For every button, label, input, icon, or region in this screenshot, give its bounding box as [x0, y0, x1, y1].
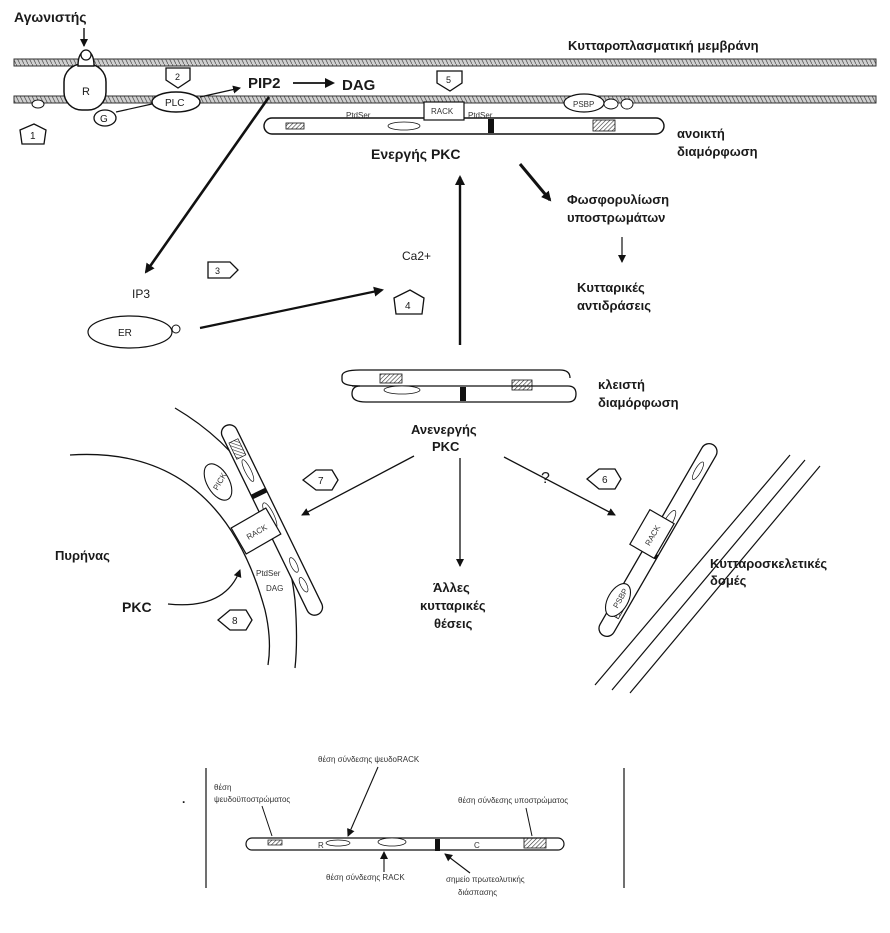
question-label: ?: [541, 470, 550, 487]
step-5-label: 5: [446, 75, 451, 85]
legend-dot: .: [182, 792, 185, 806]
legend-pseudosubstrate-site: [268, 840, 282, 845]
step-2-label: 2: [175, 72, 180, 82]
er-to-calcium-arrow: [200, 290, 382, 328]
plc: PLC: [152, 92, 200, 112]
endoplasmic-reticulum: ER: [88, 316, 180, 348]
responses-label: Κυτταρικές: [577, 280, 645, 295]
open-conformation-label: ανοικτή: [677, 126, 725, 141]
legend-pkc-rod: [246, 838, 564, 850]
nucleus-label: Πυρήνας: [55, 548, 110, 563]
g-protein-label: G: [100, 114, 108, 125]
legend-pseudorack-site: [326, 840, 350, 846]
pkc-to-nucleus-arrow: [168, 570, 240, 605]
step-6-marker: 6: [587, 469, 621, 489]
step-7-label: 7: [318, 476, 324, 487]
step-1-label: 1: [30, 131, 36, 142]
step-1-marker: 1: [20, 124, 46, 144]
plc-label: PLC: [165, 98, 184, 109]
legend-cleavage-site: [435, 839, 440, 851]
dag-nucleus-label: DAG: [266, 584, 283, 593]
legend-pseudosubstrate-label: θέση: [214, 783, 231, 792]
ptdser-nucleus-label: PtdSer: [256, 569, 281, 578]
step-4-marker: 4: [394, 290, 424, 314]
open-conformation-label-2: διαμόρφωση: [677, 144, 758, 159]
step-5-marker: 5: [437, 71, 462, 91]
membrane-label: Κυτταροπλασματική μεμβράνη: [568, 38, 759, 53]
cytoskeleton-label-2: δομές: [710, 573, 747, 588]
legend-pseudosubstrate-label-2: ψευδοϋποστρώματος: [214, 795, 290, 804]
step-6-label: 6: [602, 475, 608, 486]
cytoskeleton-label: Κυτταροσκελετικές: [710, 556, 827, 571]
legend-cleavage-label-2: διάσπασης: [458, 888, 497, 897]
domain-legend: . R C θέση σύνδεσης ψευδοRACK θέση ψευδο…: [182, 755, 624, 897]
closed-pkc: [342, 370, 576, 402]
active-pkc-label: Ενεργής PKC: [371, 146, 461, 162]
legend-substrate-label: θέση σύνδεσης υποστρώματος: [458, 796, 568, 805]
legend-r-letter: R: [318, 841, 324, 850]
ptdser-right-label: PtdSer: [468, 111, 493, 120]
psbp-top-label: PSBP: [573, 100, 594, 109]
other-sites-label-3: θέσεις: [434, 616, 473, 631]
step-3-label: 3: [215, 266, 220, 276]
calcium-label: Ca2+: [402, 249, 431, 263]
inactive-pkc-label-2: PKC: [432, 439, 460, 454]
pip2-label: PIP2: [248, 75, 281, 92]
step-8-label: 8: [232, 616, 238, 627]
phospho-label-2: υποστρωμάτων: [567, 210, 665, 225]
to-phospho-arrow: [520, 164, 550, 200]
ptdser-left-label: PtdSer: [346, 111, 371, 120]
ip3-label: IP3: [132, 287, 150, 301]
agonist-label: Αγωνιστής: [14, 9, 87, 25]
er-label: ER: [118, 328, 132, 339]
pkc-left-label: PKC: [122, 599, 152, 615]
inactive-pkc-label: Ανενεργής: [411, 422, 477, 437]
phospho-label: Φωσφορυλίωση: [567, 192, 669, 207]
rack-top-label: RACK: [431, 107, 454, 116]
responses-label-2: αντιδράσεις: [577, 298, 651, 313]
legend-pseudorack-arrow: [348, 767, 378, 836]
legend-pseudosubstrate-pointer: [262, 806, 272, 836]
step-4-label: 4: [405, 301, 411, 312]
legend-cleavage-arrow: [445, 854, 470, 873]
dag-label: DAG: [342, 77, 375, 94]
legend-rack-label: θέση σύνδεσης RACK: [326, 873, 405, 882]
step-2-marker: 2: [166, 68, 190, 88]
step-7-marker: 7: [303, 470, 338, 490]
g-protein: G: [94, 110, 116, 126]
legend-rack-site: [378, 838, 406, 846]
membrane-upper-band: [14, 59, 876, 66]
legend-pseudorack-label: θέση σύνδεσης ψευδοRACK: [318, 755, 420, 764]
legend-substrate-pointer: [526, 808, 532, 836]
closed-conformation-label-2: διαμόρφωση: [598, 395, 679, 410]
pip2-to-ip3-arrow: [146, 97, 269, 272]
other-sites-label: Άλλες: [433, 580, 470, 595]
step-8-marker: 8: [218, 610, 252, 630]
legend-substrate-site: [524, 838, 546, 848]
legend-c-letter: C: [474, 841, 480, 850]
g-to-plc-line: [116, 104, 152, 112]
step-3-marker: 3: [208, 262, 238, 278]
receptor-label: R: [82, 86, 90, 98]
membrane-bead: [32, 100, 44, 108]
legend-cleavage-label: σημείο πρωτεολυτικής: [446, 875, 525, 884]
closed-conformation-label: κλειστή: [598, 377, 645, 392]
other-sites-label-2: κυτταρικές: [420, 598, 486, 613]
